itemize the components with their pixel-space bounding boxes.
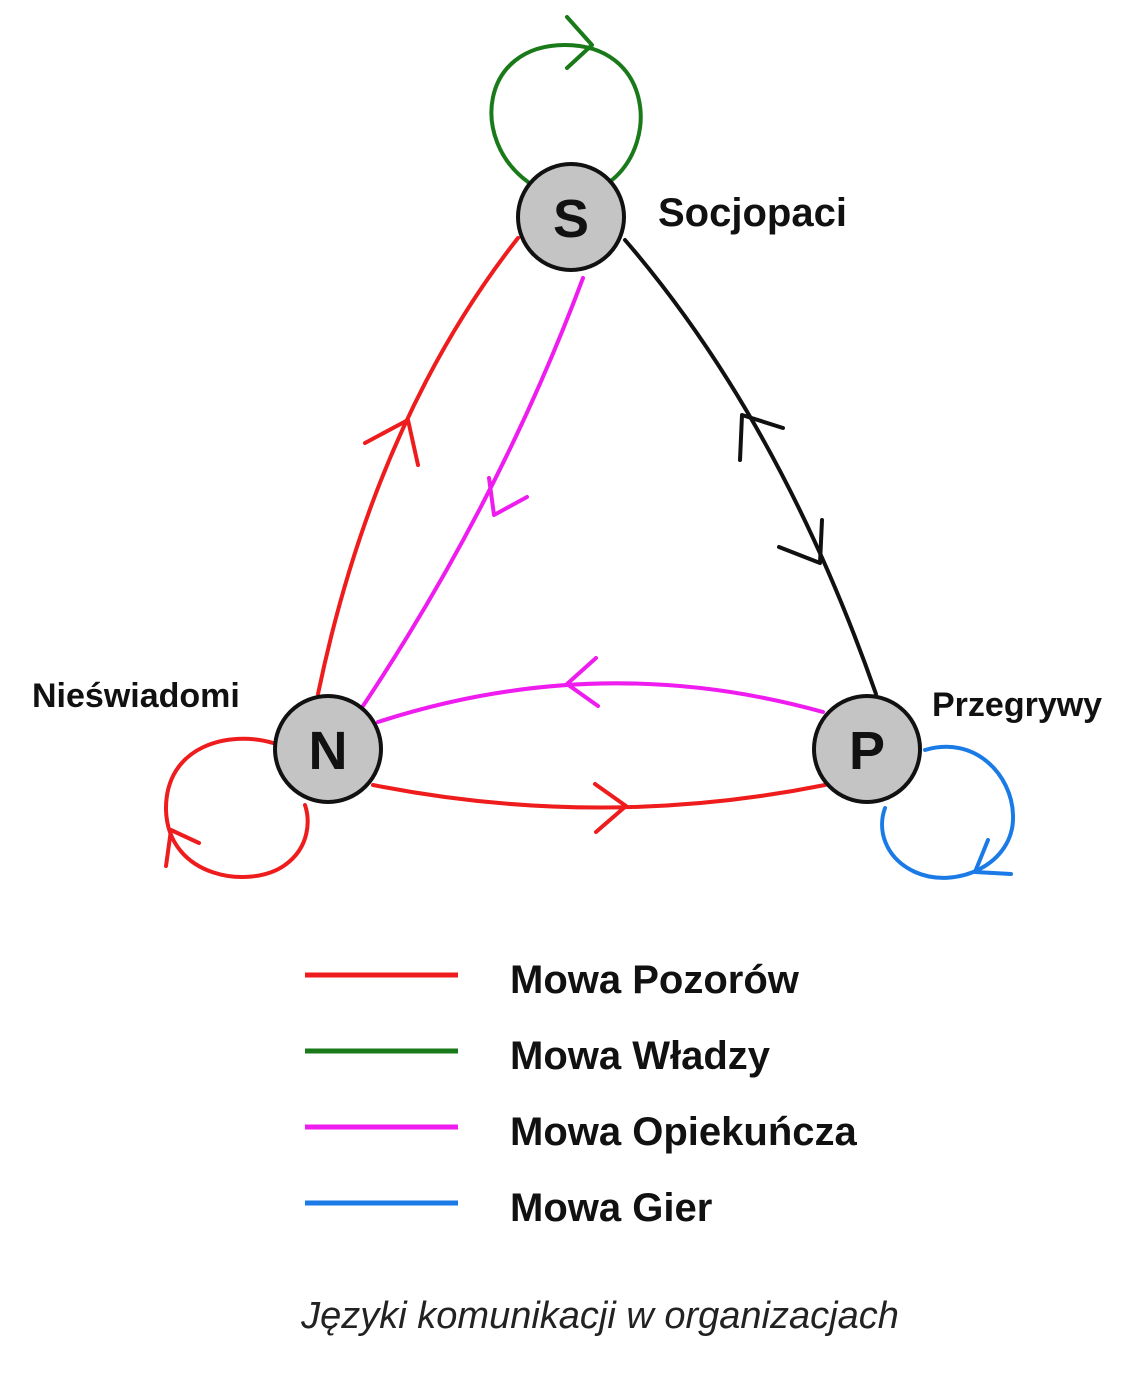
legend-label-gier: Mowa Gier bbox=[510, 1186, 712, 1230]
arrow-p-self-loop bbox=[973, 838, 1013, 876]
edge-s-to-n bbox=[361, 276, 585, 708]
legend-label-wladzy: Mowa Władzy bbox=[510, 1034, 771, 1078]
arrow-n-to-p bbox=[593, 782, 628, 834]
node-n: N bbox=[273, 694, 383, 804]
edge-p-self-loop bbox=[880, 744, 1016, 880]
arrow-p-to-s bbox=[738, 413, 785, 462]
node-s: S bbox=[516, 162, 626, 272]
label-nieswiadomi: Nieświadomi bbox=[32, 677, 240, 715]
legend-label-pozorow: Mowa Pozorów bbox=[510, 958, 800, 1002]
edge-n-to-s bbox=[316, 236, 520, 696]
arrow-s-self-loop bbox=[565, 15, 594, 70]
legend-label-opiekuncza: Mowa Opiekuńcza bbox=[510, 1110, 857, 1154]
edge-s-to-p bbox=[623, 238, 878, 696]
arrow-n-to-s bbox=[363, 418, 420, 467]
node-p-circle bbox=[812, 694, 922, 804]
node-p: P bbox=[812, 694, 922, 804]
edge-n-self-loop bbox=[163, 736, 310, 879]
node-p-letter: P bbox=[849, 721, 885, 781]
arrow-s-to-p bbox=[777, 518, 824, 565]
arrow-s-to-n bbox=[487, 476, 529, 517]
arrow-n-self-loop bbox=[164, 828, 201, 868]
node-s-circle bbox=[516, 162, 626, 272]
arrow-p-to-n bbox=[565, 656, 600, 708]
node-n-letter: N bbox=[309, 721, 348, 781]
legend: Mowa Pozorów Mowa Władzy Mowa Opiekuńcza… bbox=[305, 958, 857, 1230]
edge-p-to-n bbox=[376, 681, 825, 724]
node-s-letter: S bbox=[553, 189, 589, 249]
caption: Języki komunikacji w organizacjach bbox=[300, 1295, 899, 1337]
label-socjopaci: Socjopaci bbox=[658, 191, 847, 235]
node-n-circle bbox=[273, 694, 383, 804]
edge-n-to-p bbox=[371, 783, 827, 810]
edge-s-self-loop bbox=[489, 43, 643, 184]
label-przegrywy: Przegrywy bbox=[932, 686, 1102, 724]
